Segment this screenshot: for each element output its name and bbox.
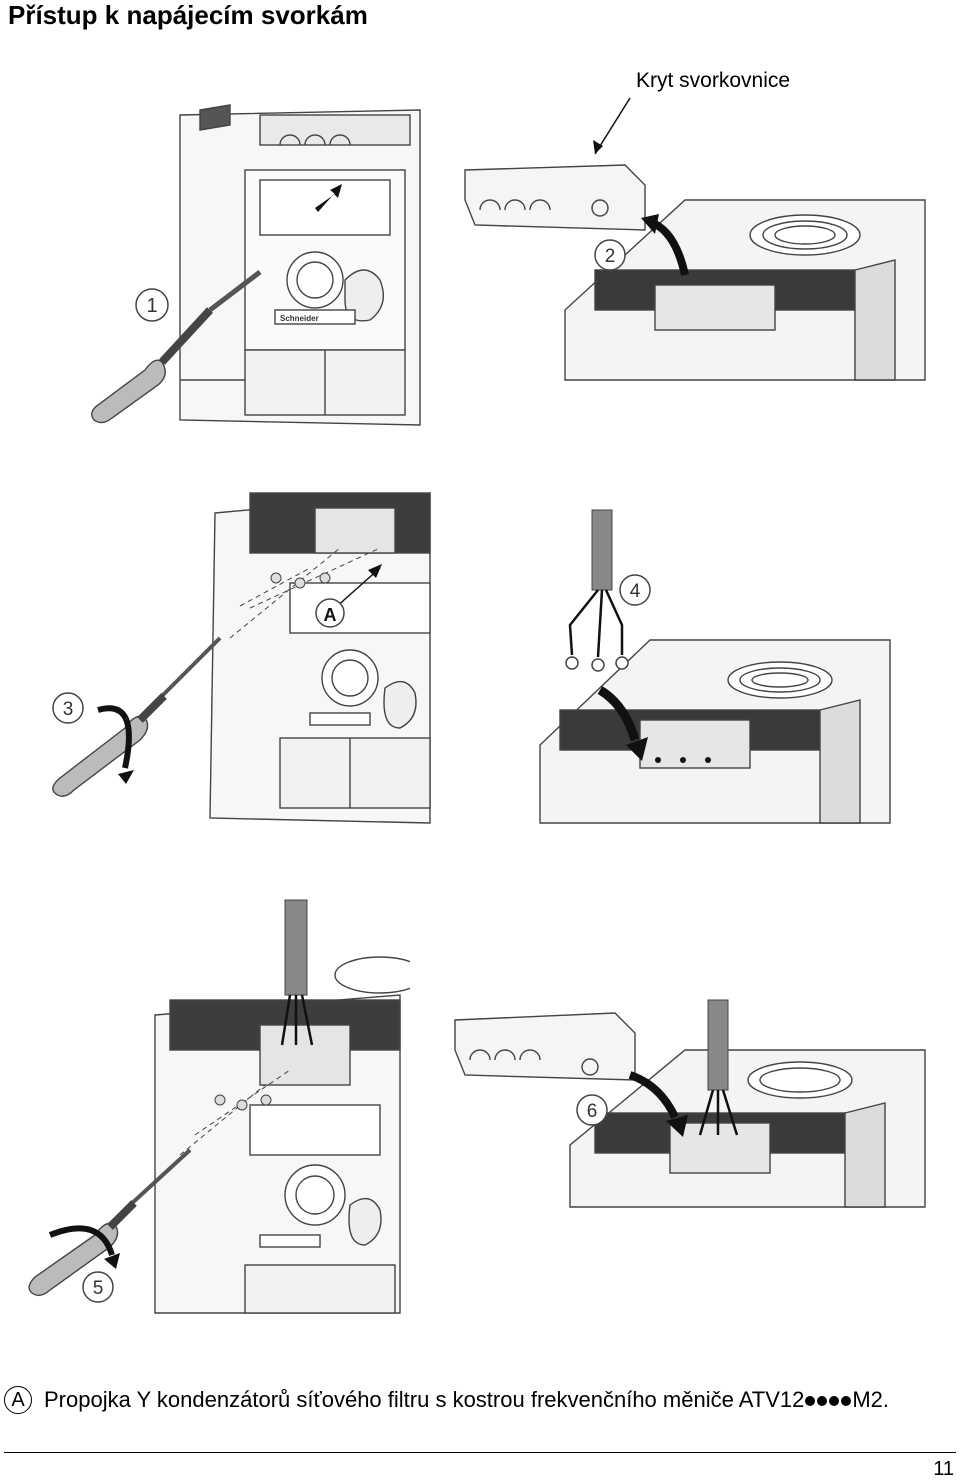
footer-rule (4, 1452, 956, 1453)
illustration-step-4-connect-cable: 4 (530, 505, 910, 825)
terminal-cover-label: Kryt svorkovnice (636, 69, 791, 92)
step-1-label: 1 (146, 295, 157, 317)
step-5-label: 5 (93, 1278, 104, 1299)
placeholder-dots (804, 1387, 852, 1413)
step-2-label: 2 (605, 246, 616, 267)
page-title: Přístup k napájecím svorkám (8, 0, 368, 30)
brand-logo: Schneider (280, 314, 319, 323)
illustration-step-6-refit-cover: 6 (445, 995, 935, 1210)
illustration-step-2-remove-cover: 2 (455, 90, 935, 390)
illustration-step-1-unlatch: Schneider 1 (80, 100, 430, 430)
legend-marker-a: A (4, 1386, 32, 1414)
legend-text-end: M2. (852, 1387, 890, 1412)
step-6-label: 6 (587, 1101, 598, 1122)
step-3-label: 3 (63, 699, 74, 720)
illustration-step-5-tighten: 5 (20, 895, 410, 1315)
jumper-a-marker: A (324, 605, 337, 625)
step-4-label: 4 (630, 581, 641, 602)
page-number: 11 (933, 1458, 954, 1480)
legend: A Propojka Y kondenzátorů síťového filtr… (4, 1383, 954, 1417)
illustration-step-3-jumper: A 3 (40, 488, 440, 828)
legend-text-start: Propojka Y kondenzátorů síťového filtru … (44, 1387, 805, 1412)
